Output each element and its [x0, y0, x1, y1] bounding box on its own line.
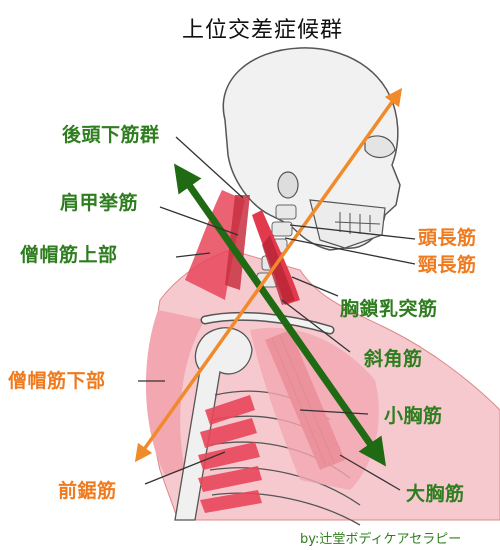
- label-longus-capitis: 頭長筋: [418, 227, 477, 249]
- label-scalene: 斜角筋: [364, 348, 423, 370]
- weak-muscles-arrow: [134, 87, 403, 463]
- label-lower-trapezius: 僧帽筋下部: [8, 370, 106, 392]
- leader-lines: [138, 136, 416, 491]
- label-upper-trapezius: 僧帽筋上部: [20, 244, 118, 266]
- label-pectoralis-minor: 小胸筋: [384, 405, 443, 427]
- label-levator-scapulae: 肩甲挙筋: [60, 192, 139, 214]
- label-longus-colli: 頸長筋: [418, 254, 477, 276]
- ear-structure: [277, 171, 299, 199]
- label-serratus-anterior: 前鋸筋: [58, 480, 117, 502]
- label-pectoralis-major: 大胸筋: [406, 483, 465, 505]
- diagram-title: 上位交差症候群: [182, 18, 344, 43]
- label-sternocleidomastoid: 胸鎖乳突筋: [340, 298, 438, 320]
- credit-text: by:辻堂ボディケアセラピー: [300, 532, 462, 547]
- label-suboccipital: 後頭下筋群: [62, 124, 160, 146]
